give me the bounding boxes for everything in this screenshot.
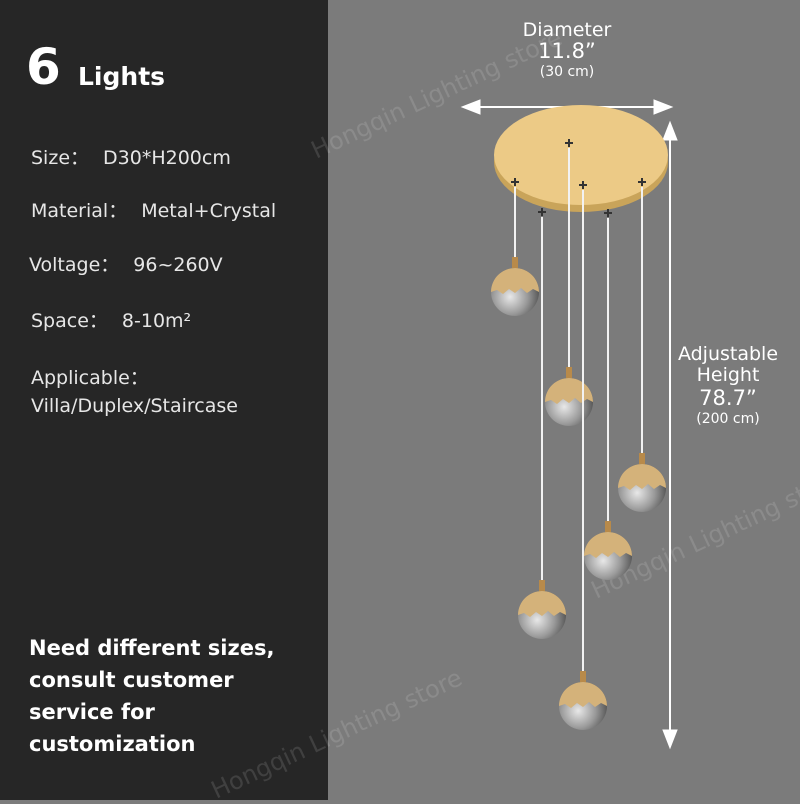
pendant-light <box>559 181 607 730</box>
height-title: Adjustable <box>677 343 779 365</box>
height-label: Adjustable Height 78.7” (200 cm) <box>668 344 788 430</box>
spec-value: 8-10m² <box>121 310 192 332</box>
height-title-2: Height <box>696 364 760 386</box>
spec-label: Space： <box>31 310 108 332</box>
spec-applicable-label: Applicable： <box>31 367 149 389</box>
height-inches: 78.7” <box>699 386 757 410</box>
light-count-label: Lights <box>78 62 166 91</box>
diameter-inches: 11.8” <box>538 39 596 63</box>
height-arrow <box>662 120 678 750</box>
spec-applicable-value: Villa/Duplex/Staircase <box>31 395 238 417</box>
diameter-cm: (30 cm) <box>539 64 595 80</box>
pendant-light <box>491 178 539 316</box>
spec-label: Size： <box>31 147 90 169</box>
spec-label: Voltage： <box>29 254 120 276</box>
diameter-title: Diameter <box>522 19 612 41</box>
pendant-light <box>584 209 632 580</box>
height-cm: (200 cm) <box>696 411 760 427</box>
spec-label: Material： <box>31 200 128 222</box>
canopy <box>494 105 668 212</box>
diameter-label: Diameter 11.8” (30 cm) <box>500 20 634 83</box>
spec-space: Space： 8-10m² <box>31 306 205 333</box>
spec-size: Size： D30*H200cm <box>31 143 245 170</box>
pendant-light <box>618 178 666 512</box>
spec-value: Metal+Crystal <box>141 200 277 222</box>
pendant-light <box>545 139 593 426</box>
spec-panel <box>0 0 328 800</box>
pendants <box>491 139 666 730</box>
spec-value: D30*H200cm <box>103 147 231 169</box>
light-count: 6 <box>26 38 61 96</box>
spec-material: Material： Metal+Crystal <box>31 196 290 223</box>
pendant-light <box>518 208 566 639</box>
spec-voltage: Voltage： 96~260V <box>29 250 237 277</box>
spec-value: 96~260V <box>133 254 223 276</box>
customization-note: Need different sizes, consult customer s… <box>29 636 275 756</box>
